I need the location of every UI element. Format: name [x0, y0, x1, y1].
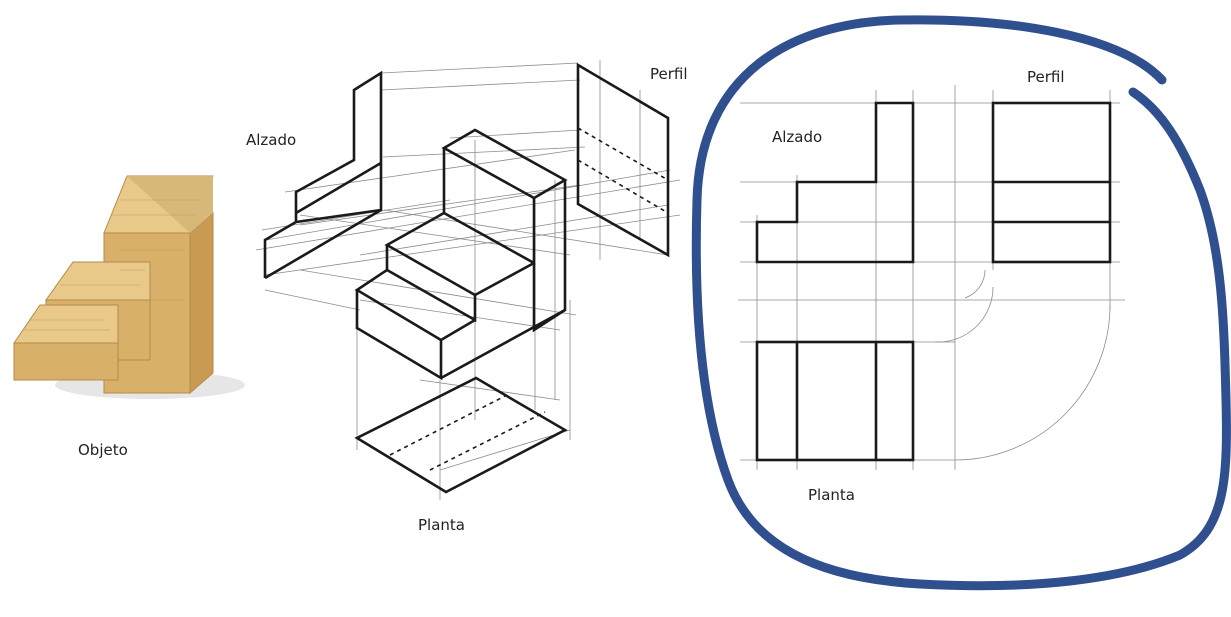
object-label: Objeto [78, 441, 128, 459]
elevation-3d-label: Alzado [246, 131, 296, 149]
profile-2d-view [991, 101, 1112, 264]
profile-3d-label: Perfil [650, 65, 688, 83]
plan-2d-view [755, 340, 915, 462]
profile-2d-label: Perfil [1027, 68, 1065, 86]
orthographic-views [738, 85, 1125, 470]
plan-3d-label: Planta [418, 516, 465, 534]
wooden-stair-object [13, 175, 245, 399]
plan-3d-outline [354, 376, 568, 494]
highlight-circle [691, 15, 1231, 591]
elevation-2d-view [755, 101, 915, 264]
elevation-3d-outline [263, 70, 383, 278]
isometric-object [354, 128, 568, 381]
profile-3d-outline [576, 62, 670, 258]
isometric-projection [255, 60, 681, 500]
projection-guide-lines [255, 60, 681, 500]
plan-2d-label: Planta [808, 486, 855, 504]
elevation-2d-label: Alzado [772, 128, 822, 146]
